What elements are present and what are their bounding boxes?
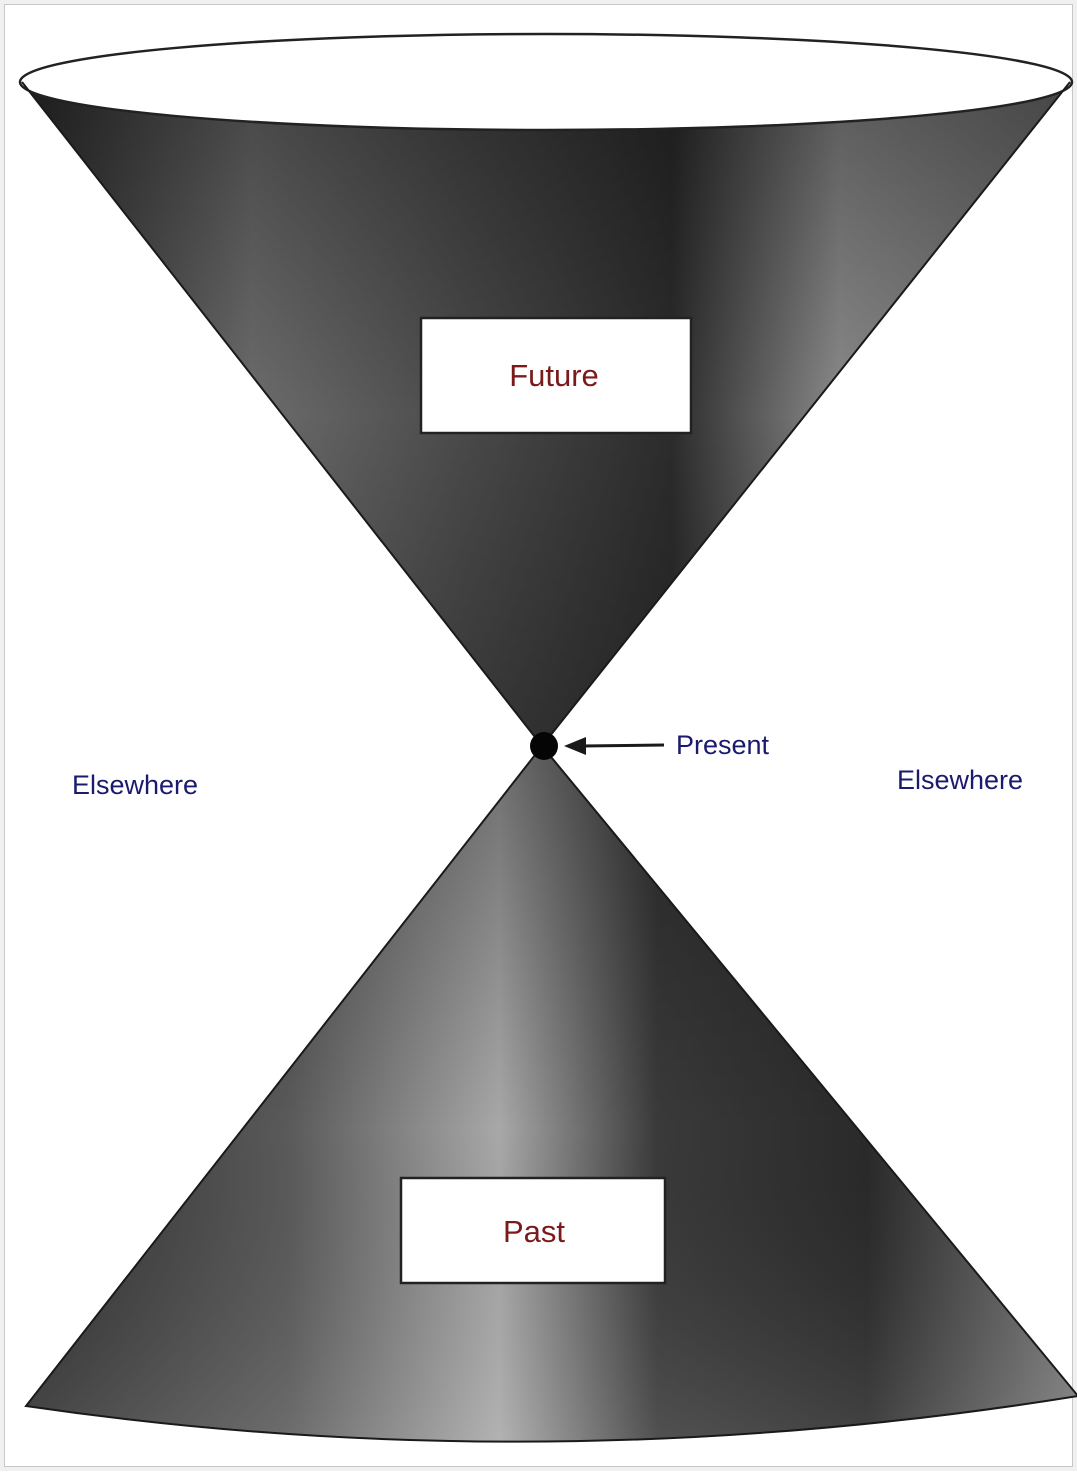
present-event-point xyxy=(530,732,558,760)
present-label: Present xyxy=(676,730,770,760)
elsewhere-left-label: Elsewhere xyxy=(72,770,198,800)
future-label-box: Future xyxy=(421,318,691,433)
light-cone-diagram: Future Past Present Elsewhere Elsewhere xyxy=(4,4,1077,1475)
present-arrow xyxy=(564,737,664,755)
future-cone-rim xyxy=(20,34,1072,130)
past-label: Past xyxy=(503,1214,565,1249)
future-label: Future xyxy=(509,358,599,393)
past-label-box: Past xyxy=(401,1178,665,1283)
past-cone xyxy=(26,746,1077,1442)
elsewhere-right-label: Elsewhere xyxy=(897,765,1023,795)
